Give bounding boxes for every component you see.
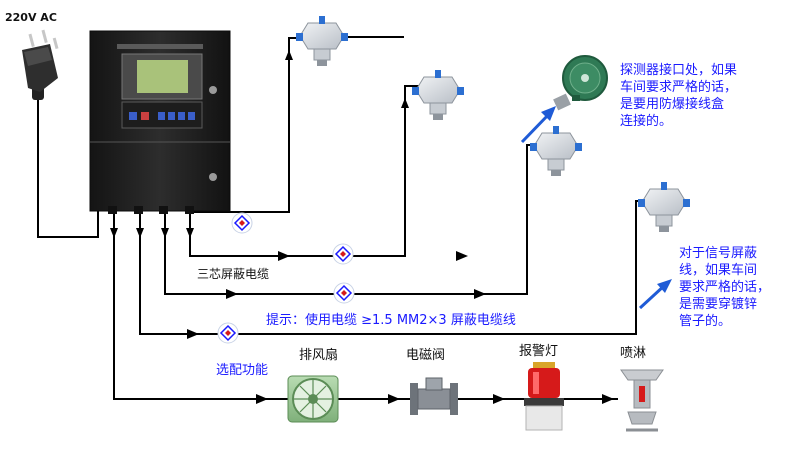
arrow-right-4 (474, 289, 486, 299)
note-line: 车间要求严格的话， (620, 80, 738, 95)
optional-features-label: 选配功能 (216, 363, 269, 378)
junction-box-icon (553, 55, 608, 111)
note-line: 线，如果车间 (679, 263, 758, 278)
note-line: 要求严格的话， (679, 280, 771, 295)
exhaust-fan-icon (287, 375, 339, 423)
note-line: 是需要穿镀锌 (679, 297, 758, 312)
note-line: 管子的。 (679, 314, 732, 329)
connector-marker (217, 322, 239, 344)
detector-1 (296, 16, 348, 66)
wire-detector-2 (189, 85, 420, 257)
cabinet-lock-top (209, 86, 217, 94)
controller-display (121, 53, 203, 100)
conduit-note: 对于信号屏蔽 线，如果车间 要求严格的话， 是需要穿镀锌 管子的。 (679, 245, 770, 330)
tip-label: 提示：使用电缆 ≥1.5 MM2×3 屏蔽电缆线 (266, 313, 516, 328)
note-line: 探测器接口处，如果 (620, 63, 738, 78)
power-label: 220V AC (5, 11, 57, 24)
note-line: 是要用防爆接线盒 (620, 97, 725, 112)
arrow-right-9 (602, 394, 614, 404)
arrows (110, 50, 614, 404)
note-line: 对于信号屏蔽 (679, 246, 758, 261)
detector-4 (638, 182, 690, 232)
arrow-down-2 (136, 228, 144, 238)
pointer-junction-box (520, 111, 552, 144)
arrow-right-6 (256, 394, 268, 404)
arrow-up-1 (285, 50, 293, 60)
power-plug-icon (22, 29, 59, 100)
connector-marker (231, 212, 253, 234)
controller-keypad (121, 101, 203, 129)
arrow-right-2 (456, 251, 468, 261)
arrow-up-2 (401, 98, 409, 108)
connector-marker (333, 282, 355, 304)
arrow-down-1 (110, 228, 118, 238)
detector-3 (530, 126, 582, 176)
controller-cabinet (89, 30, 231, 214)
connector-marker (332, 243, 354, 265)
alarm-light-icon (524, 362, 564, 431)
junction-box-note: 探测器接口处，如果 车间要求严格的话， 是要用防爆接线盒 连接的。 (620, 62, 737, 130)
power-wire (37, 98, 99, 238)
cable-label: 三芯屏蔽电缆 (197, 267, 270, 281)
valve-label: 电磁阀 (406, 348, 446, 363)
note-line: 连接的。 (620, 114, 673, 129)
solenoid-valve-icon (410, 377, 458, 415)
arrow-right-3 (226, 289, 238, 299)
cabinet-lock-bottom (209, 173, 217, 181)
wire-detector-1 (190, 37, 300, 213)
note-pointers (520, 106, 672, 310)
arrow-right-5 (187, 329, 199, 339)
arrow-right-8 (493, 394, 505, 404)
alarm-light-label: 报警灯 (519, 344, 559, 359)
arrow-right-1 (278, 251, 290, 261)
connector-markers (217, 212, 355, 344)
arrow-right-7 (388, 394, 400, 404)
arrow-down-4 (186, 228, 194, 238)
sprinkler-icon (620, 369, 664, 432)
detector-2 (412, 70, 464, 120)
pointer-conduit (638, 283, 667, 310)
arrow-down-3 (161, 228, 169, 238)
sprinkler-label: 喷淋 (620, 346, 647, 361)
fan-label: 排风扇 (299, 348, 339, 363)
